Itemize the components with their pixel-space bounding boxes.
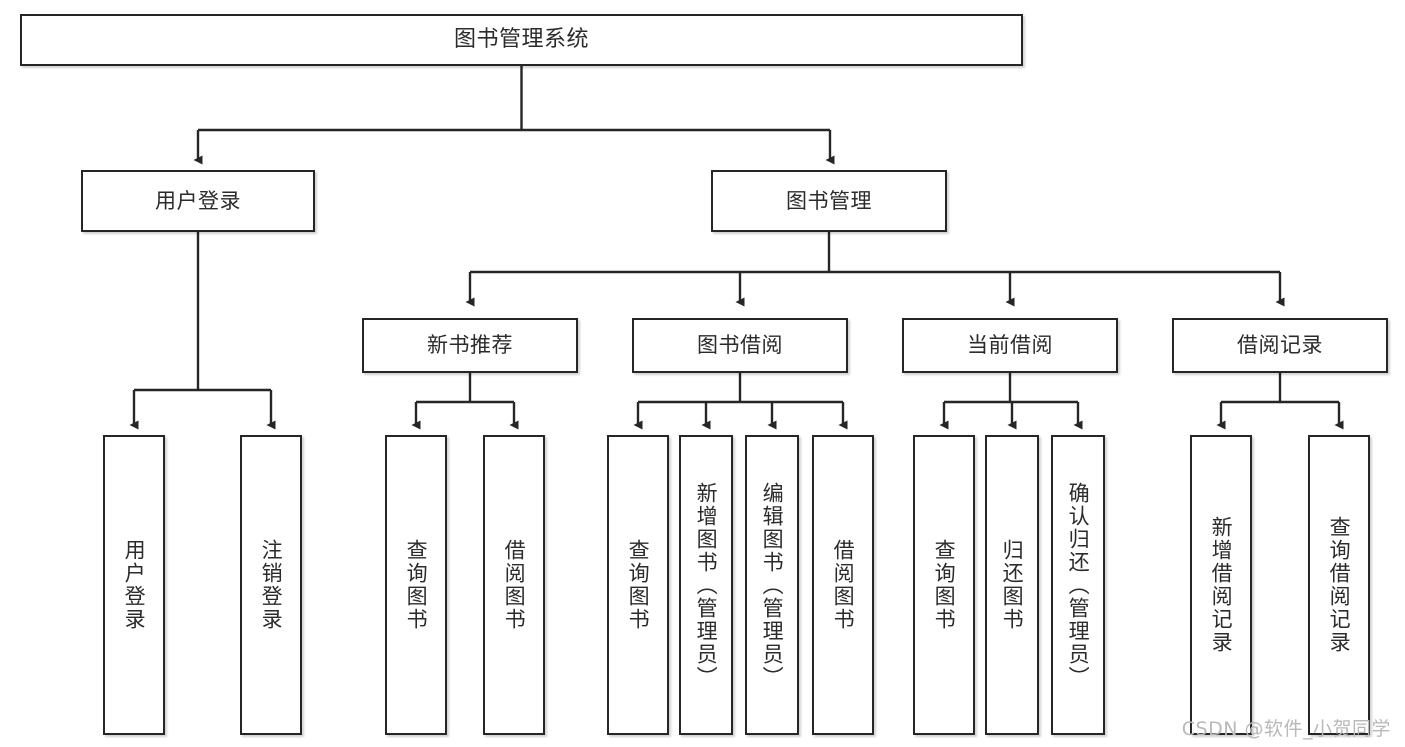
node-user-login-action[interactable]: 用户登录 <box>103 435 165 735</box>
node-borrow-record[interactable]: 借阅记录 <box>1172 318 1388 373</box>
node-edit-book-admin-label: 编辑图书（管理员） <box>760 481 785 689</box>
node-borrow-record-label: 借阅记录 <box>1237 333 1323 358</box>
node-user-login-label: 用户登录 <box>155 188 241 213</box>
node-book-manage-label: 图书管理 <box>786 188 872 213</box>
node-return-book-label: 归还图书 <box>1000 539 1025 631</box>
node-add-book-admin[interactable]: 新增图书（管理员） <box>679 435 733 735</box>
node-book-borrow[interactable]: 图书借阅 <box>632 318 848 373</box>
node-current-borrow[interactable]: 当前借阅 <box>902 318 1118 373</box>
node-book-manage[interactable]: 图书管理 <box>711 170 947 232</box>
node-borrow-book-borrow-label: 借阅图书 <box>831 539 856 631</box>
node-root-label: 图书管理系统 <box>453 27 589 53</box>
node-borrow-book-recommend-label: 借阅图书 <box>502 539 527 631</box>
node-add-borrow-record-label: 新增借阅记录 <box>1209 516 1234 654</box>
node-query-book-current-label: 查询图书 <box>932 539 957 631</box>
node-query-book-recommend-label: 查询图书 <box>404 539 429 631</box>
node-borrow-book-recommend[interactable]: 借阅图书 <box>483 435 545 735</box>
node-user-login[interactable]: 用户登录 <box>81 170 315 232</box>
node-query-book-current[interactable]: 查询图书 <box>913 435 975 735</box>
node-query-borrow-record-label: 查询借阅记录 <box>1327 516 1352 654</box>
node-query-book-borrow-label: 查询图书 <box>626 539 651 631</box>
node-edit-book-admin[interactable]: 编辑图书（管理员） <box>745 435 799 735</box>
node-confirm-return-admin[interactable]: 确认归还（管理员） <box>1051 435 1105 735</box>
node-logout-action-label: 注销登录 <box>259 539 284 631</box>
node-root[interactable]: 图书管理系统 <box>20 14 1023 66</box>
node-borrow-book-borrow[interactable]: 借阅图书 <box>812 435 874 735</box>
node-logout-action[interactable]: 注销登录 <box>240 435 302 735</box>
node-add-borrow-record[interactable]: 新增借阅记录 <box>1190 435 1252 735</box>
node-query-book-recommend[interactable]: 查询图书 <box>385 435 447 735</box>
node-user-login-action-label: 用户登录 <box>122 539 147 631</box>
node-return-book[interactable]: 归还图书 <box>985 435 1039 735</box>
node-new-book-recommend[interactable]: 新书推荐 <box>362 318 578 373</box>
node-new-book-recommend-label: 新书推荐 <box>427 333 513 358</box>
node-confirm-return-admin-label: 确认归还（管理员） <box>1066 481 1091 689</box>
node-query-book-borrow[interactable]: 查询图书 <box>607 435 669 735</box>
node-current-borrow-label: 当前借阅 <box>967 333 1053 358</box>
node-query-borrow-record[interactable]: 查询借阅记录 <box>1308 435 1370 735</box>
node-add-book-admin-label: 新增图书（管理员） <box>694 481 719 689</box>
connector-lines <box>129 66 1344 430</box>
node-book-borrow-label: 图书借阅 <box>697 333 783 358</box>
